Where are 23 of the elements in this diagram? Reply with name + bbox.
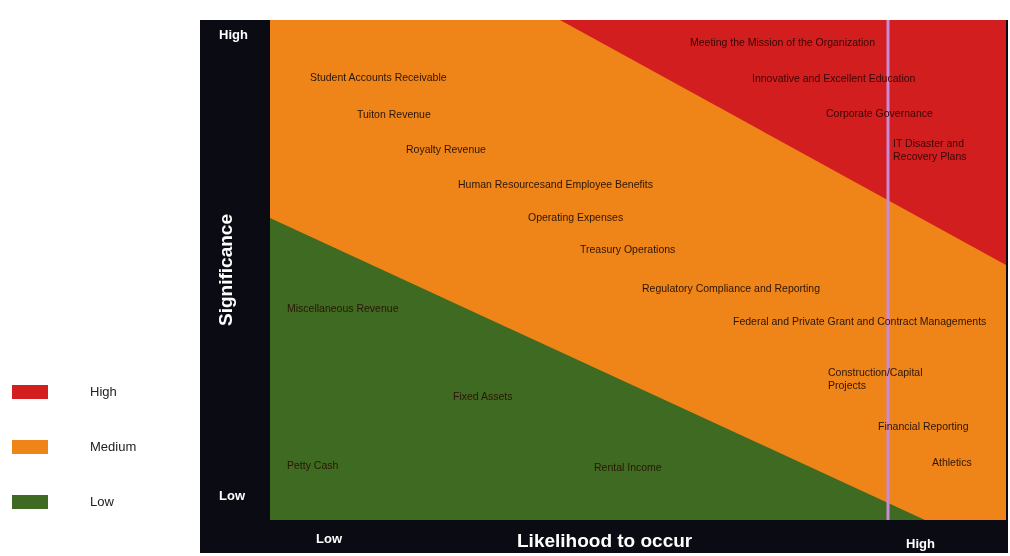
- risk-area-label: Human Resourcesand Employee Benefits: [458, 178, 653, 191]
- risk-area-label: Regulatory Compliance and Reporting: [642, 282, 821, 295]
- risk-area-label: Treasury Operations: [580, 243, 676, 256]
- axis-end-label: Low: [316, 531, 342, 546]
- legend-label: High: [90, 384, 117, 399]
- axis-end-label: High: [906, 536, 935, 551]
- risk-area-label: Miscellaneous Revenue: [287, 302, 399, 315]
- risk-area-label: Athletics: [932, 456, 972, 469]
- risk-area-label: Student Accounts Receivable: [310, 71, 447, 84]
- axis-end-label: High: [219, 27, 248, 42]
- legend-label: Medium: [90, 439, 137, 454]
- legend-label: Low: [90, 494, 114, 509]
- axis-end-label: Low: [219, 488, 245, 503]
- risk-area-label: Rental Income: [594, 461, 662, 474]
- axis-title: Likelihood to occur: [517, 530, 693, 552]
- risk-area-label: Fixed Assets: [453, 390, 513, 403]
- risk-area-label: Petty Cash: [287, 459, 339, 472]
- risk-area-label: Meeting the Mission of the Organization: [690, 36, 876, 49]
- axis-title: Significance: [215, 214, 237, 326]
- risk-area-label: Royalty Revenue: [406, 143, 486, 156]
- risk-area-label: Operating Expenses: [528, 211, 624, 224]
- risk-area-label: Tuiton Revenue: [357, 108, 431, 121]
- risk-area-label: IT Disaster and Recovery Plans: [893, 137, 968, 163]
